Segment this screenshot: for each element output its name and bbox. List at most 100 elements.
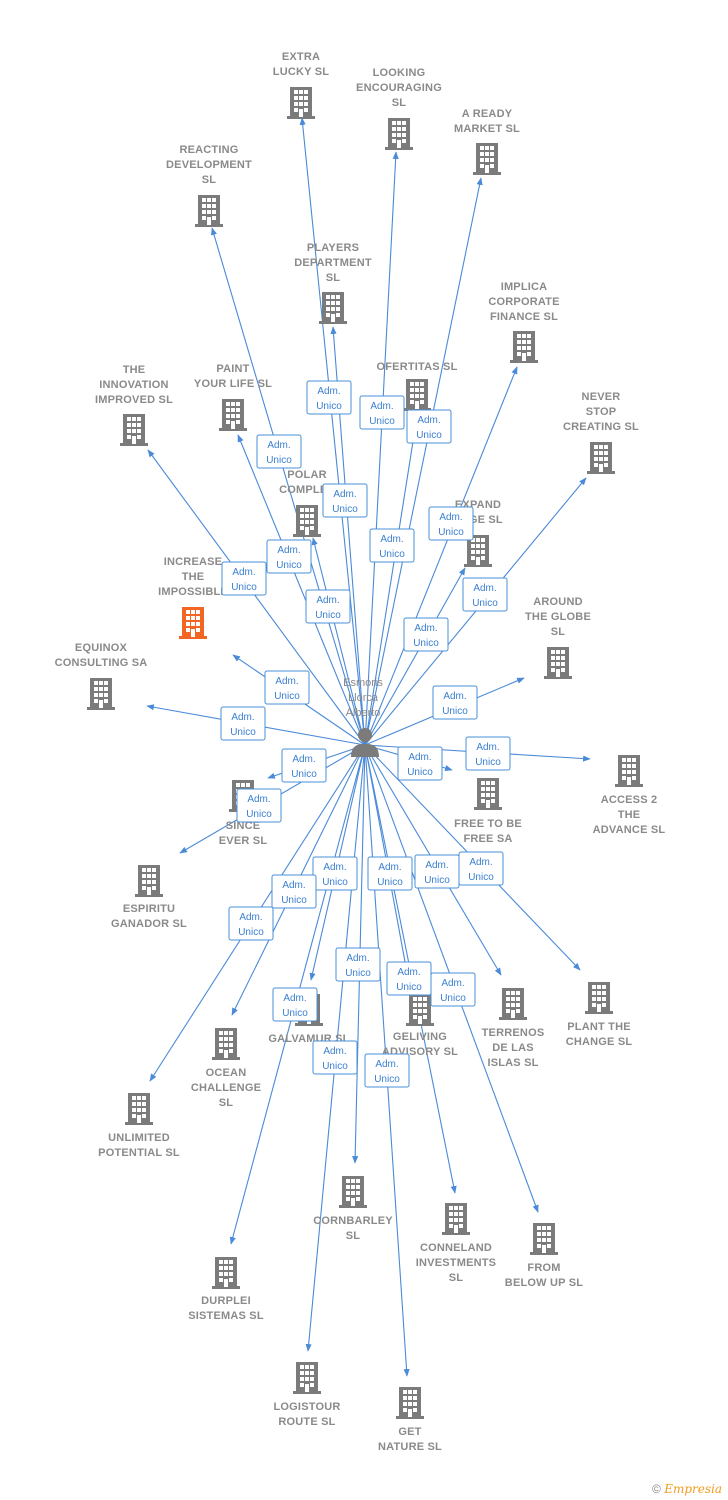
company-label: EVER SL — [219, 835, 268, 847]
company-label: THE — [123, 364, 146, 376]
svg-text:Adm.: Adm. — [380, 534, 403, 545]
edge-ofertitas — [364, 409, 420, 746]
svg-text:Unico: Unico — [442, 706, 468, 717]
svg-text:Adm.: Adm. — [333, 489, 356, 500]
company-label: TERRENOS — [482, 1027, 545, 1039]
company-node-extra-lucky[interactable]: EXTRA LUCKY SL — [273, 51, 329, 119]
company-label: LOGISTOUR — [274, 1401, 341, 1413]
company-label: LUCKY SL — [273, 66, 329, 78]
company-label: PAINT — [216, 363, 249, 375]
company-label: SL — [202, 174, 217, 186]
svg-text:Adm.: Adm. — [469, 857, 492, 868]
company-label: DEPARTMENT — [294, 257, 372, 269]
svg-text:Adm.: Adm. — [275, 676, 298, 687]
svg-text:Unico: Unico — [377, 877, 403, 888]
svg-text:Unico: Unico — [246, 809, 272, 820]
company-label: EXTRA — [282, 51, 320, 63]
person-name: Esmoris — [343, 677, 383, 689]
svg-text:Adm.: Adm. — [414, 623, 437, 634]
svg-text:Adm.: Adm. — [370, 401, 393, 412]
company-label: IMPOSSIBLE — [158, 586, 228, 598]
svg-text:Adm.: Adm. — [292, 754, 315, 765]
role-badge: Adm.Unico — [403, 617, 449, 652]
edge-polar-complex — [311, 537, 366, 746]
building-icon — [287, 87, 315, 119]
footer-credit: © Empresia — [652, 1482, 722, 1496]
svg-text:Unico: Unico — [407, 767, 433, 778]
svg-text:Adm.: Adm. — [443, 691, 466, 702]
company-label: EQUINOX — [75, 642, 128, 654]
role-badge: Adm.Unico — [312, 1040, 358, 1075]
svg-text:Adm.: Adm. — [425, 860, 448, 871]
svg-text:Adm.: Adm. — [283, 993, 306, 1004]
role-badge: Adm.Unico — [264, 670, 310, 705]
svg-text:Adm.: Adm. — [267, 440, 290, 451]
company-label: CONNELAND — [420, 1242, 492, 1254]
role-badge: Adm.Unico — [386, 961, 432, 996]
edge-the-innovation-improved — [147, 449, 366, 746]
svg-text:Unico: Unico — [276, 560, 302, 571]
building-icon — [120, 414, 148, 446]
company-label: INCREASE — [164, 556, 222, 568]
svg-text:Unico: Unico — [472, 598, 498, 609]
svg-text:Unico: Unico — [369, 416, 395, 427]
person-icon — [351, 728, 379, 757]
company-label: PLAYERS — [307, 242, 359, 254]
company-node-equinox-consulting[interactable]: EQUINOX CONSULTING SA — [55, 642, 148, 710]
svg-text:Unico: Unico — [282, 1008, 308, 1019]
role-badge: Adm.Unico — [312, 856, 358, 891]
edge-paint-your-life — [237, 434, 366, 746]
company-label: A READY — [462, 108, 513, 120]
brand-logo: Empresia — [664, 1482, 722, 1496]
building-icon — [293, 505, 321, 537]
company-label: OCEAN — [206, 1067, 247, 1079]
svg-text:Adm.: Adm. — [397, 967, 420, 978]
company-label: CONSULTING SA — [55, 657, 148, 669]
role-badge: Adm. Unico — [414, 854, 460, 889]
company-node-ofertitas[interactable]: OFERTITAS SL — [376, 361, 457, 411]
svg-text:Adm.: Adm. — [323, 862, 346, 873]
company-label: ESPIRITU — [123, 903, 175, 915]
building-icon — [125, 1093, 153, 1125]
company-label: IMPROVED SL — [95, 394, 173, 406]
building-icon — [87, 678, 115, 710]
svg-text:Adm.: Adm. — [378, 862, 401, 873]
svg-text:Unico: Unico — [424, 875, 450, 886]
company-label: BELOW UP SL — [505, 1277, 583, 1289]
building-icon — [212, 1028, 240, 1060]
svg-text:Unico: Unico — [416, 430, 442, 441]
building-icon — [406, 994, 434, 1026]
edge-reacting-development — [211, 227, 366, 746]
svg-text:Adm.: Adm. — [439, 512, 462, 523]
role-badge: Adm.Unico — [430, 972, 476, 1007]
edge-expand-edge — [364, 567, 466, 746]
role-badge: Adm.Unico — [266, 539, 312, 574]
